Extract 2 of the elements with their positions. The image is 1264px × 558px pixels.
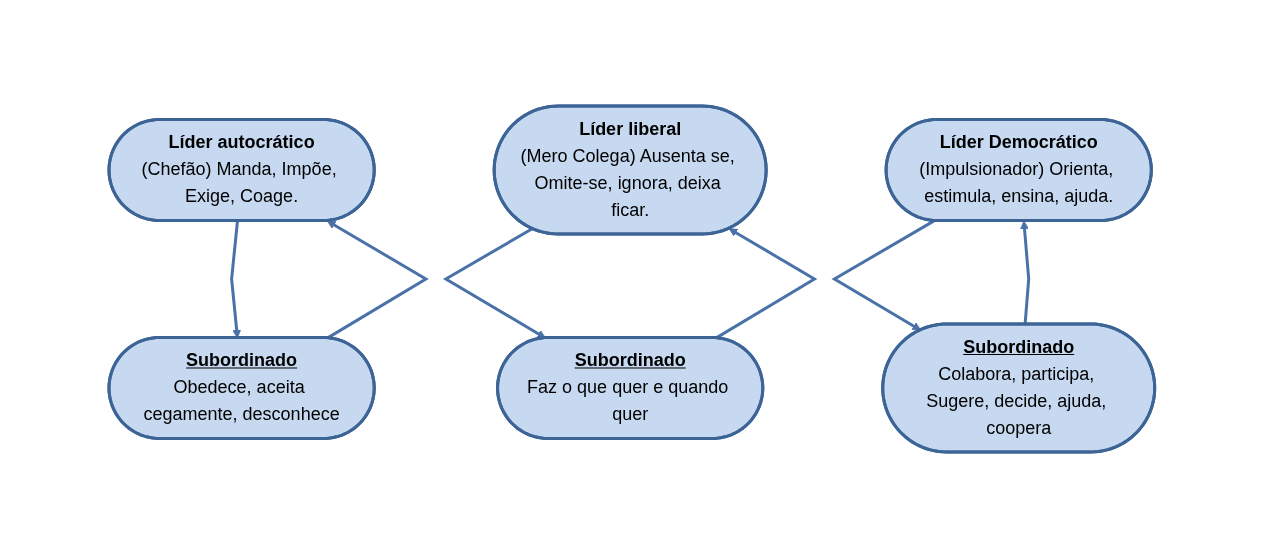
arrow: [443, 227, 546, 339]
arrow: [831, 219, 935, 331]
